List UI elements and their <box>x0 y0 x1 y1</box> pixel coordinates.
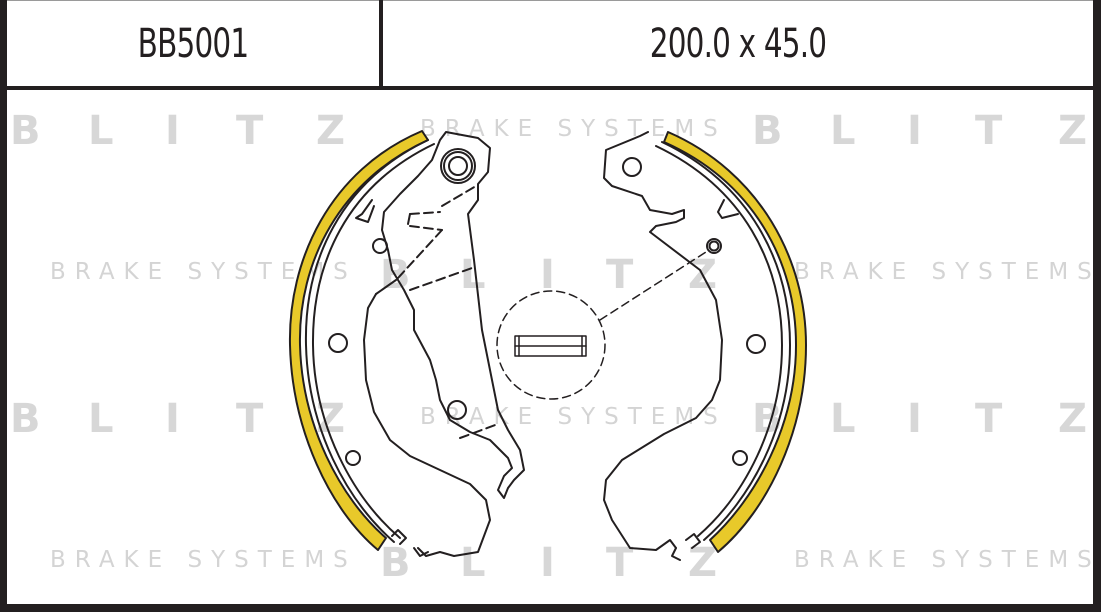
watermark-blitz-row-4: B L I T Z <box>380 540 718 586</box>
part-number: BB5001 <box>137 20 249 67</box>
watermark-blitz-row-3: B L I T Z B L I T Z <box>10 396 1088 442</box>
header-divider <box>0 86 1101 90</box>
left-shoe-web <box>381 131 525 499</box>
header-column-divider <box>379 0 383 88</box>
watermark-blitz-row-1: B L I T Z B L I T Z <box>10 108 1088 154</box>
top-border <box>0 0 1101 1</box>
left-border <box>0 0 7 612</box>
watermark-tagline: BRAKE SYSTEMS <box>794 547 1101 573</box>
dimensions: 200.0 x 45.0 <box>649 20 827 67</box>
bottom-border <box>0 604 1101 612</box>
left-shoe-lining <box>288 130 429 551</box>
watermark-tagline: BRAKE SYSTEMS <box>420 404 727 430</box>
right-shoe-lining <box>663 131 807 553</box>
detail-callout-circle <box>496 290 606 400</box>
watermark-tagline: BRAKE SYSTEMS <box>50 547 357 573</box>
right-border <box>1093 0 1101 612</box>
right-shoe-web <box>603 131 723 551</box>
watermark-tagline: BRAKE SYSTEMS <box>794 259 1101 285</box>
